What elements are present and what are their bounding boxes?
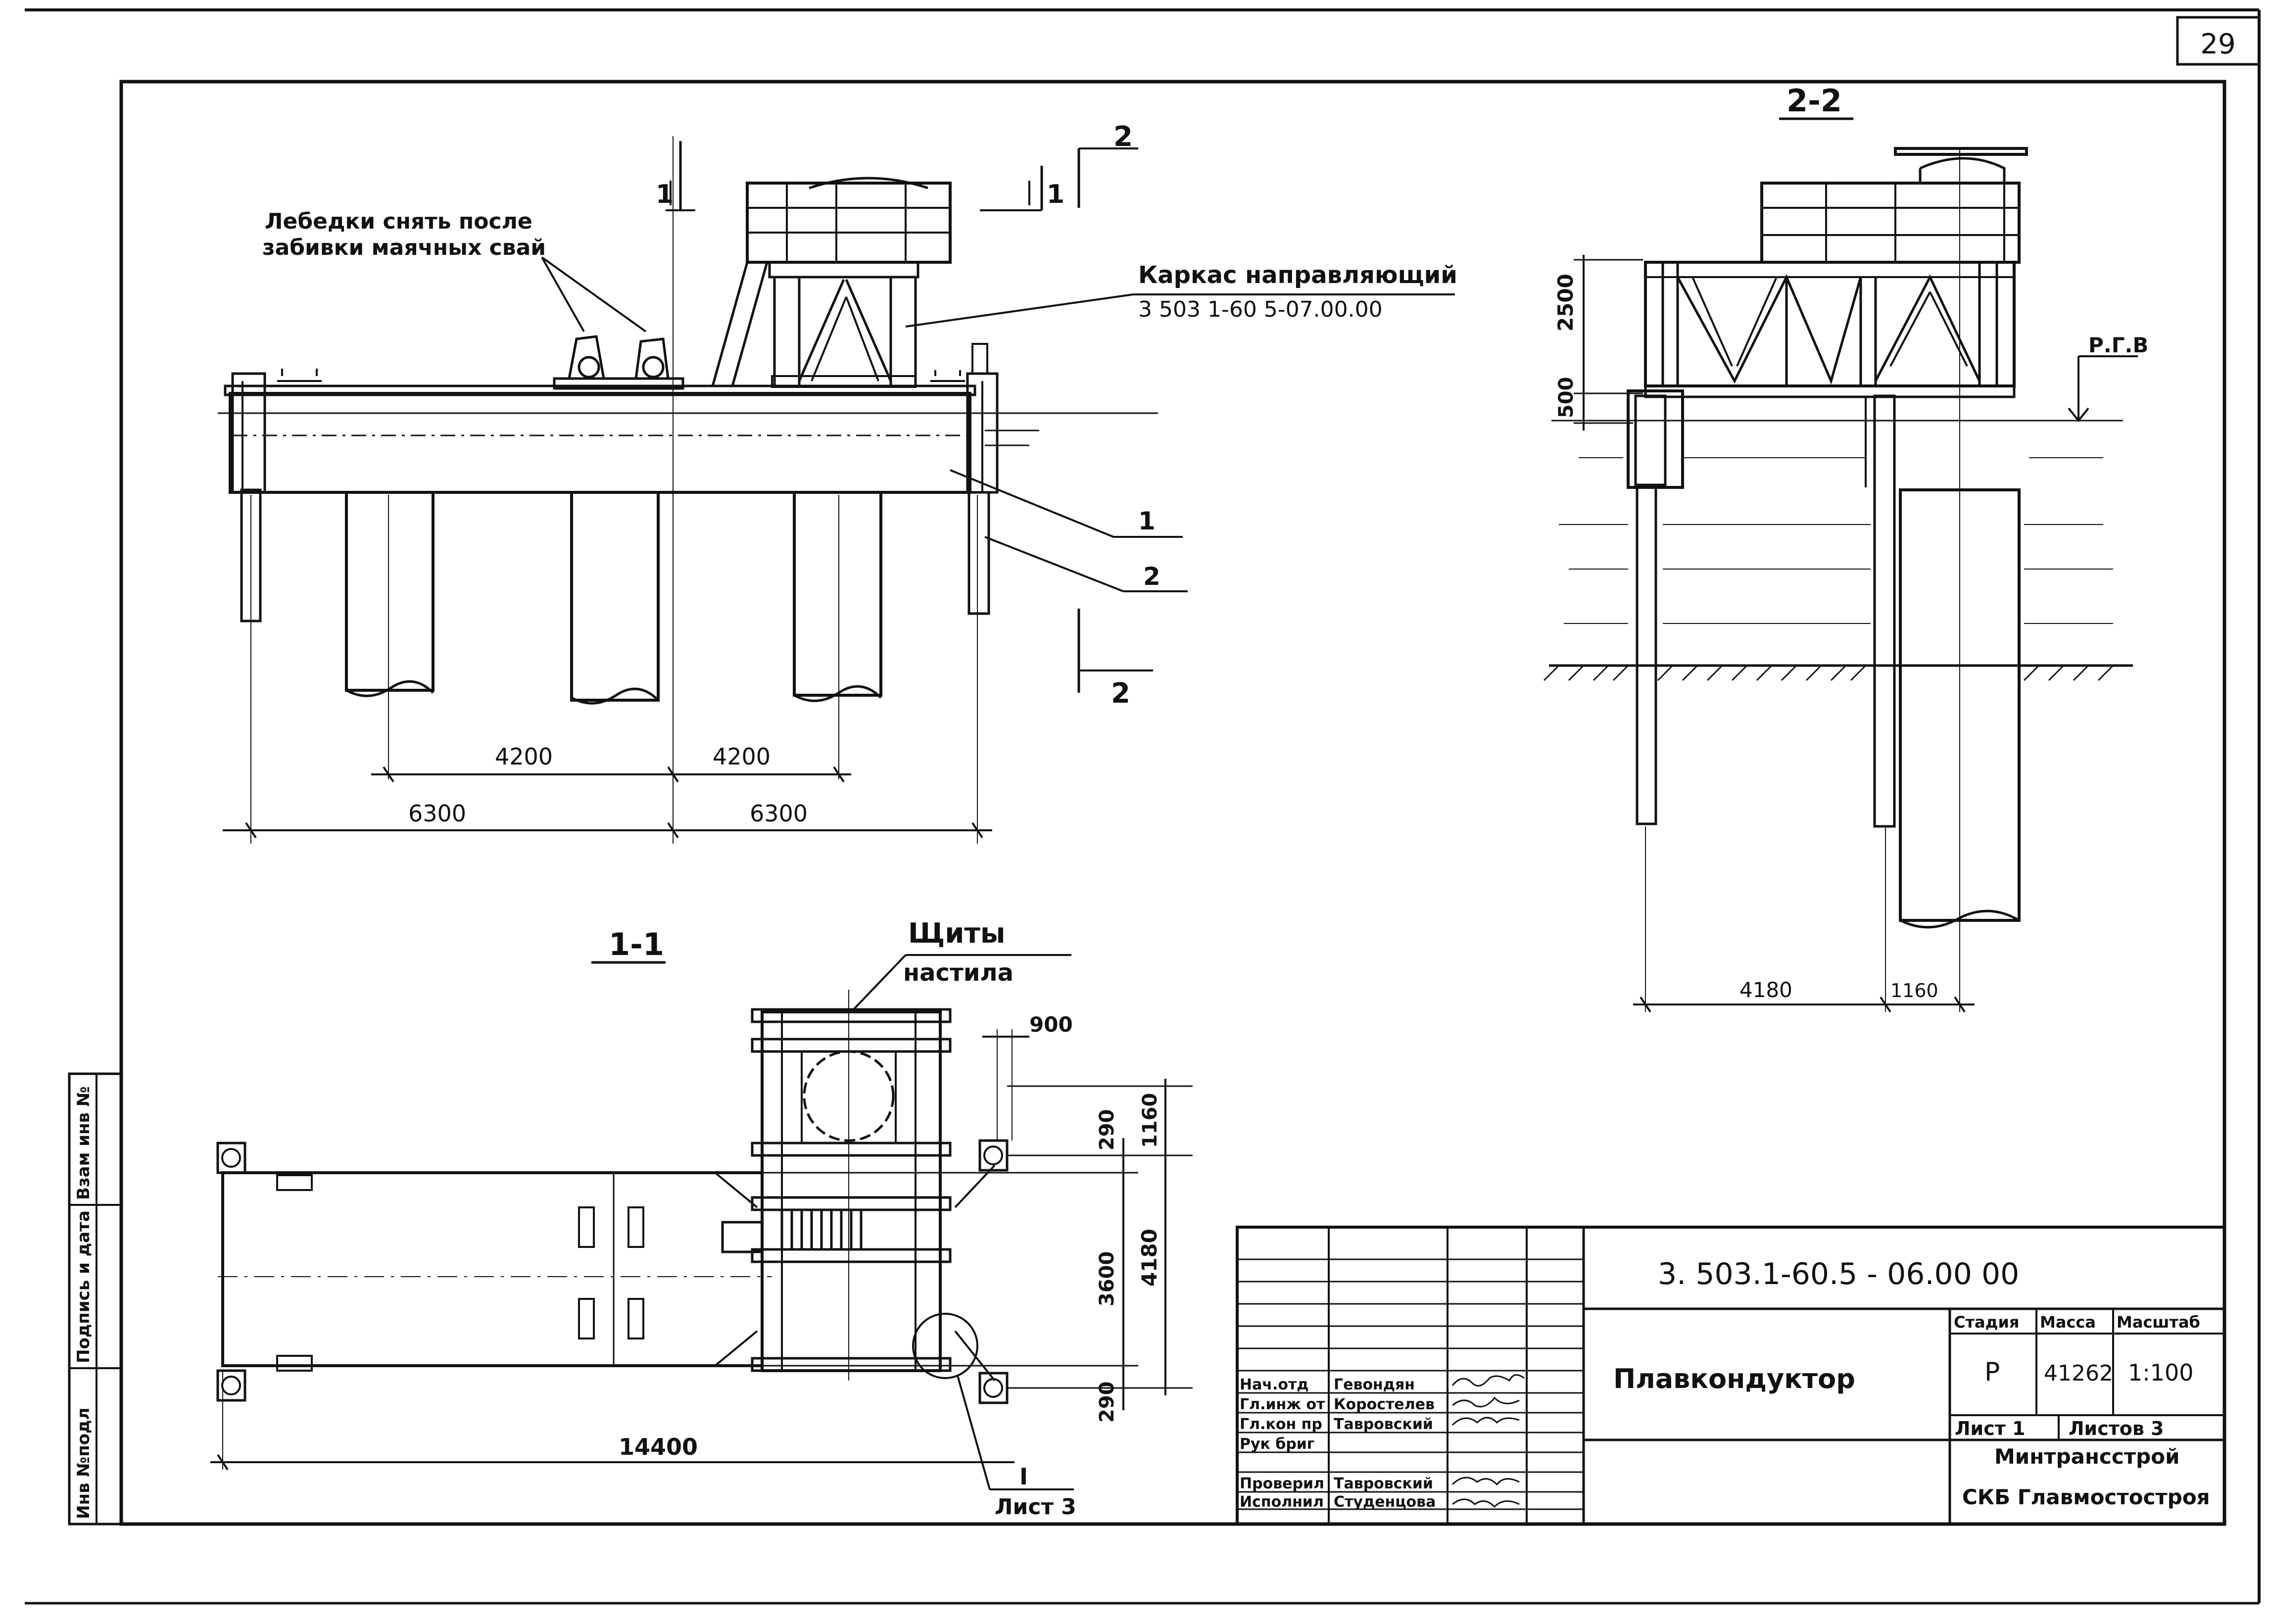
sheet-number: 29 — [2200, 28, 2235, 60]
dim-4200-left: 4200 — [495, 743, 553, 770]
stamp-replace-label: Взам инв № — [74, 1086, 94, 1200]
name-chief-designer: Тавровский — [1334, 1416, 1433, 1433]
ref-sheet: Лист 3 — [995, 1494, 1076, 1520]
role-performed: Исполнил — [1240, 1493, 1324, 1511]
role-team-lead: Рук бриг — [1240, 1435, 1314, 1453]
stage-value: Р — [1984, 1357, 2000, 1387]
dim-6300-left: 6300 — [408, 800, 466, 827]
dim-1160-section: 1160 — [1890, 980, 1938, 1002]
cut-1-right: 1 — [1047, 180, 1064, 209]
dim-3600: 3600 — [1096, 1251, 1118, 1306]
org-ministry: Минтрансстрой — [1994, 1444, 2180, 1469]
winch-note-line1: Лебедки снять после — [265, 209, 532, 234]
bollard-group — [276, 1174, 644, 1372]
section-1-1: 1-1 Щиты настила — [210, 917, 1193, 1520]
sheet-label: Лист 1 — [1955, 1418, 2025, 1439]
signatures — [1451, 1374, 1525, 1508]
mass-header: Масса — [2040, 1313, 2096, 1332]
org-bureau: СКБ Главмостостроя — [1962, 1485, 2210, 1509]
ref-mark: I — [1019, 1463, 1028, 1490]
name-checked: Тавровский — [1334, 1475, 1433, 1492]
shields-label-1: Щиты — [908, 917, 1006, 950]
dim-2500: 2500 — [1553, 274, 1578, 332]
frame-code: 3 503 1-60 5-07.00.00 — [1138, 297, 1383, 322]
role-checked: Проверил — [1240, 1475, 1324, 1492]
item-2-label: 2 — [1143, 562, 1160, 591]
dim-6300-right: 6300 — [750, 800, 808, 827]
dim-1160-plan: 1160 — [1139, 1093, 1161, 1148]
dim-290-bot: 290 — [1096, 1382, 1118, 1423]
dim-900: 900 — [1029, 1012, 1073, 1037]
scale-value: 1:100 — [2128, 1359, 2194, 1386]
dim-290-top: 290 — [1096, 1109, 1118, 1151]
stamp-sign-label: Подпись и дата — [74, 1210, 94, 1363]
section-2-2-title: 2-2 — [1786, 83, 1842, 119]
doc-code: 3. 503.1-60.5 - 06.00 00 — [1658, 1257, 2019, 1291]
stage-header: Стадия — [1954, 1313, 2019, 1332]
scale-header: Масштаб — [2117, 1313, 2200, 1332]
dim-4180-plan: 4180 — [1137, 1229, 1161, 1287]
role-chief-designer: Гл.кон пр — [1240, 1416, 1322, 1433]
water-level-label: Р.Г.В — [2088, 333, 2148, 357]
role-chief-eng: Гл.инж от — [1240, 1396, 1325, 1413]
doc-name: Плавкондуктор — [1613, 1363, 1855, 1394]
cut-2-bottom: 2 — [1111, 677, 1130, 710]
frame-label: Каркас направляющий — [1138, 261, 1457, 289]
title-block: Нач.отд Гл.инж от Гл.кон пр Рук бриг Про… — [1236, 1226, 2226, 1526]
stamp-inv-label: Инв №подл — [74, 1408, 94, 1519]
item-1-label: 1 — [1138, 507, 1156, 535]
winch-note-line2: забивки маячных свай — [262, 235, 546, 260]
name-chief-eng: Коростелев — [1334, 1396, 1435, 1413]
cut-2-top: 2 — [1113, 121, 1133, 153]
dim-14400: 14400 — [619, 1433, 698, 1460]
side-stamp: Инв №подл Подпись и дата Взам инв № — [68, 1072, 123, 1526]
cut-1-left: 1 — [656, 180, 674, 209]
name-head-dept: Гевондян — [1334, 1376, 1415, 1393]
section-1-1-title: 1-1 — [609, 926, 664, 962]
dim-4180-section: 4180 — [1739, 978, 1792, 1002]
name-performed: Студенцова — [1334, 1493, 1436, 1511]
shields-label-2: настила — [903, 959, 1014, 987]
sheet-frame: 29 — [25, 8, 2261, 1605]
mass-value: 41262 — [2044, 1361, 2113, 1386]
sheets-label: Листов 3 — [2069, 1418, 2164, 1439]
dim-4200-right: 4200 — [713, 743, 771, 770]
section-2-2: 2-2 — [1543, 83, 2148, 1013]
elevation-view: 1 1 2 2 1 2 Каркас направляющий 3 503 1-… — [218, 121, 1457, 844]
role-head-dept: Нач.отд — [1240, 1376, 1309, 1393]
dim-500: 500 — [1555, 377, 1578, 419]
